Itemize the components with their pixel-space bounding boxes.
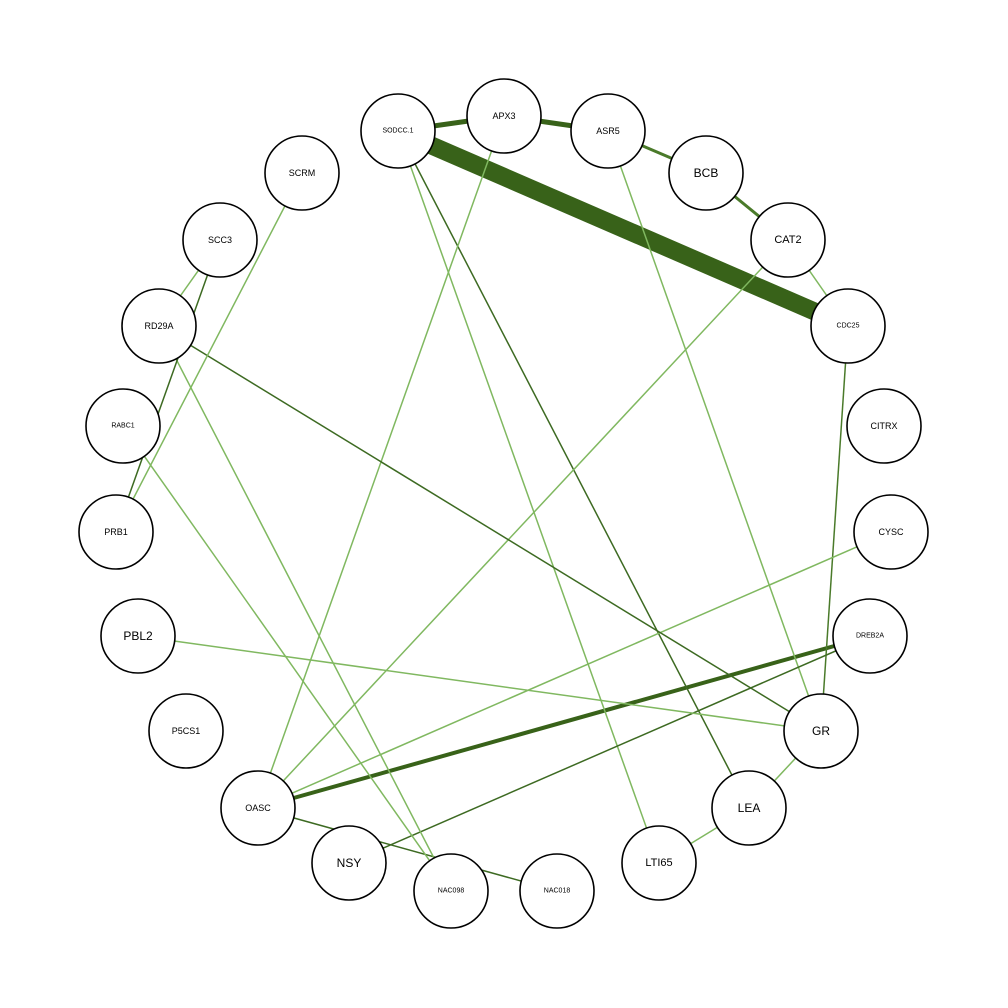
- node-lti65: LTI65: [621, 825, 697, 901]
- edge-gr-pbl2: [137, 635, 822, 732]
- node-label: GR: [812, 724, 830, 738]
- node-label: OASC: [245, 803, 271, 813]
- node-label: NAC098: [438, 888, 465, 895]
- node-label: CITRX: [871, 421, 898, 431]
- node-circle: [413, 853, 489, 929]
- node-circle: [570, 93, 646, 169]
- node-rd29a: RD29A: [121, 288, 197, 364]
- node-bcb: BCB: [668, 135, 744, 211]
- edge-gr-rd29a: [158, 325, 822, 732]
- node-label: DREB2A: [856, 633, 884, 640]
- node-label: CDC25: [837, 323, 860, 330]
- edge-dreb2a-nsy: [348, 635, 871, 864]
- node-label: NSY: [337, 856, 362, 870]
- node-circle: [750, 202, 826, 278]
- edge-sodcc-1-lti65: [397, 130, 660, 864]
- node-scrm: SCRM: [264, 135, 340, 211]
- node-label: RABC1: [111, 423, 134, 430]
- node-oasc: OASC: [220, 770, 296, 846]
- node-label: PRB1: [104, 527, 128, 537]
- node-label: P5CS1: [172, 726, 201, 736]
- node-dreb2a: DREB2A: [832, 598, 908, 674]
- edge-dreb2a-oasc: [257, 634, 871, 810]
- node-circle: [711, 770, 787, 846]
- node-label: SODCC.1: [382, 128, 413, 135]
- node-circle: [220, 770, 296, 846]
- node-circle: [853, 494, 929, 570]
- edge-cysc-oasc: [257, 531, 892, 809]
- node-label: SCRM: [289, 168, 316, 178]
- node-citrx: CITRX: [846, 388, 922, 464]
- node-apx3: APX3: [466, 78, 542, 154]
- node-label: LEA: [738, 801, 761, 815]
- node-circle: [360, 93, 436, 169]
- node-circle: [621, 825, 697, 901]
- node-cdc25: CDC25: [810, 288, 886, 364]
- edge-nac098-rabc1: [122, 425, 452, 892]
- node-circle: [783, 693, 859, 769]
- node-circle: [668, 135, 744, 211]
- node-label: PBL2: [123, 629, 153, 643]
- edge-nac098-rd29a: [158, 325, 452, 892]
- node-pbl2: PBL2: [100, 598, 176, 674]
- edge-prb1-scc3: [115, 239, 221, 533]
- node-label: APX3: [492, 111, 515, 121]
- node-circle: [121, 288, 197, 364]
- node-circle: [78, 494, 154, 570]
- node-sodcc-1: SODCC.1: [360, 93, 436, 169]
- node-circle: [182, 202, 258, 278]
- node-label: BCB: [694, 166, 719, 180]
- node-nac098: NAC098: [413, 853, 489, 929]
- node-cat2: CAT2: [750, 202, 826, 278]
- node-nac018: NAC018: [519, 853, 595, 929]
- node-circle: [846, 388, 922, 464]
- node-circle: [85, 388, 161, 464]
- node-p5cs1: P5CS1: [148, 693, 224, 769]
- node-lea: LEA: [711, 770, 787, 846]
- node-circle: [100, 598, 176, 674]
- node-circle: [466, 78, 542, 154]
- edge-nac018-oasc: [257, 807, 558, 892]
- node-cysc: CYSC: [853, 494, 929, 570]
- node-label: NAC018: [544, 888, 571, 895]
- node-nsy: NSY: [311, 825, 387, 901]
- node-circle: [810, 288, 886, 364]
- node-circle: [311, 825, 387, 901]
- node-label: SCC3: [208, 235, 232, 245]
- node-label: RD29A: [144, 321, 173, 331]
- node-prb1: PRB1: [78, 494, 154, 570]
- edge-sodcc-1-cdc25: [394, 122, 852, 335]
- edge-cat2-oasc: [257, 239, 789, 809]
- node-circle: [519, 853, 595, 929]
- node-circle: [264, 135, 340, 211]
- edge-prb1-scrm: [115, 172, 303, 533]
- node-label: CYSC: [878, 527, 904, 537]
- node-circle: [832, 598, 908, 674]
- node-asr5: ASR5: [570, 93, 646, 169]
- node-scc3: SCC3: [182, 202, 258, 278]
- node-label: ASR5: [596, 126, 620, 136]
- node-gr: GR: [783, 693, 859, 769]
- edge-layer: [115, 113, 892, 892]
- edge-asr5-gr: [607, 130, 822, 732]
- node-label: LTI65: [645, 857, 672, 869]
- edge-cdc25-gr: [820, 325, 849, 732]
- node-rabc1: RABC1: [85, 388, 161, 464]
- node-label: CAT2: [774, 234, 801, 246]
- node-circle: [148, 693, 224, 769]
